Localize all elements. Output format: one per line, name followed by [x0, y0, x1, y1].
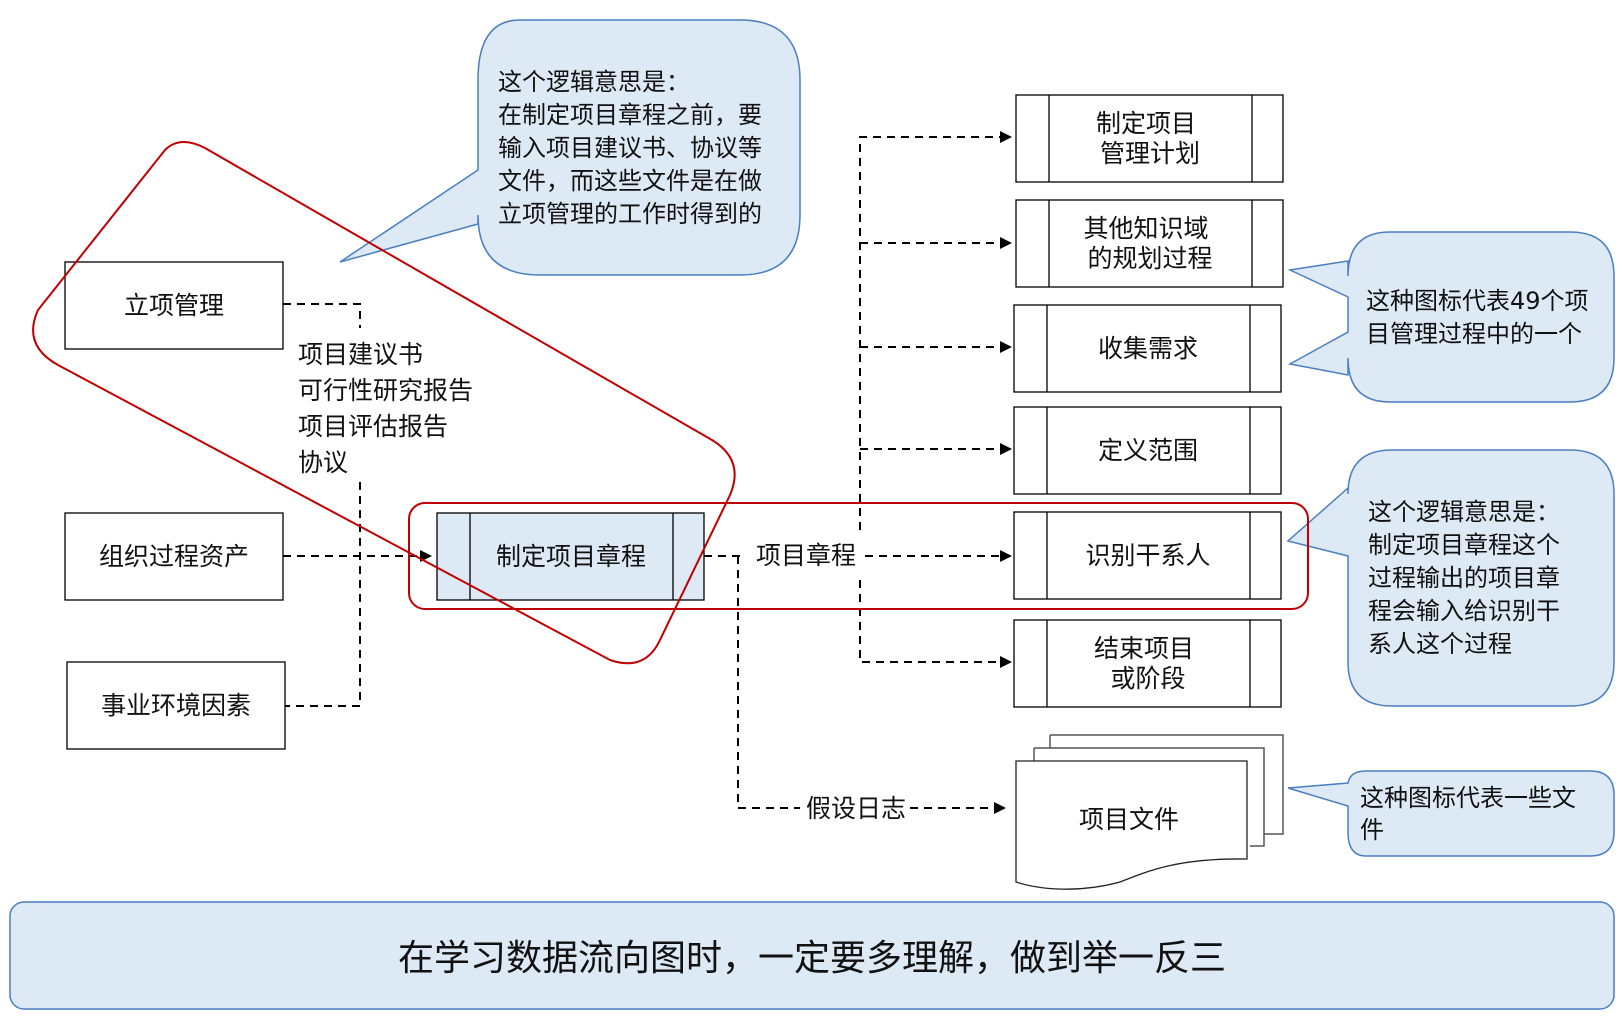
document-stack-label: 项目文件	[1079, 805, 1179, 834]
target-process-0[interactable]: 制定项目 管理计划	[1015, 94, 1284, 183]
callout-process-icon-text: 这种图标代表49个项 目管理过程中的一个	[1366, 287, 1596, 348]
output-label: 项目章程	[756, 541, 856, 570]
callout-stakeholder: 这个逻辑意思是： 制定项目章程这个 过程输出的项目章 程会输入给识别干 系人这个…	[1286, 449, 1615, 707]
callout-top: 这个逻辑意思是： 在制定项目章程之前，要 输入项目建议书、协议等 文件，而这些文…	[339, 19, 801, 276]
callout-stakeholder-text: 这个逻辑意思是： 制定项目章程这个 过程输出的项目章 程会输入给识别干 系人这个…	[1368, 498, 1568, 658]
input-box-lixiang-label: 立项管理	[124, 291, 224, 320]
highlight-diagonal	[32, 141, 736, 665]
target-process-1[interactable]: 其他知识域 的规划过程	[1015, 199, 1284, 288]
target-process-3-label: 定义范围	[1098, 436, 1198, 465]
output-connectors	[704, 131, 1012, 814]
input-box-shiye[interactable]: 事业环境因素	[66, 661, 286, 750]
assumption-label: 假设日志	[806, 794, 906, 823]
target-process-1-label: 其他知识域 的规划过程	[1084, 214, 1217, 273]
callout-top-text: 这个逻辑意思是： 在制定项目章程之前，要 输入项目建议书、协议等 文件，而这些文…	[498, 68, 770, 228]
banner-text: 在学习数据流向图时，一定要多理解，做到举一反三	[398, 938, 1226, 979]
target-process-2-label: 收集需求	[1098, 334, 1198, 363]
input-connectors	[283, 303, 432, 707]
document-stack[interactable]: 项目文件	[1015, 734, 1284, 890]
target-process-4[interactable]: 识别干系人	[1013, 511, 1282, 600]
input-box-shiye-label: 事业环境因素	[101, 691, 251, 720]
banner: 在学习数据流向图时，一定要多理解，做到举一反三	[9, 901, 1615, 1010]
callout-document-icon: 这种图标代表一些文 件	[1287, 770, 1615, 857]
input-box-lixiang[interactable]: 立项管理	[64, 261, 284, 350]
input-box-zuzhi[interactable]: 组织过程资产	[64, 512, 284, 601]
process-center-label: 制定项目章程	[496, 542, 646, 571]
input-docs-list: 项目建议书 可行性研究报告 项目评估报告 协议	[298, 340, 481, 477]
callout-document-icon-text: 这种图标代表一些文 件	[1360, 784, 1584, 844]
process-center[interactable]: 制定项目章程	[436, 512, 705, 601]
target-process-3[interactable]: 定义范围	[1013, 406, 1282, 495]
highlight-horizontal	[408, 502, 1309, 610]
target-process-0-label: 制定项目 管理计划	[1096, 109, 1204, 168]
target-process-2[interactable]: 收集需求	[1013, 304, 1282, 393]
target-process-5[interactable]: 结束项目 或阶段	[1013, 619, 1282, 708]
target-process-5-label: 结束项目 或阶段	[1094, 634, 1202, 693]
callout-process-icon: 这种图标代表49个项 目管理过程中的一个	[1287, 231, 1615, 403]
input-box-zuzhi-label: 组织过程资产	[99, 542, 249, 571]
target-process-4-label: 识别干系人	[1085, 541, 1210, 570]
